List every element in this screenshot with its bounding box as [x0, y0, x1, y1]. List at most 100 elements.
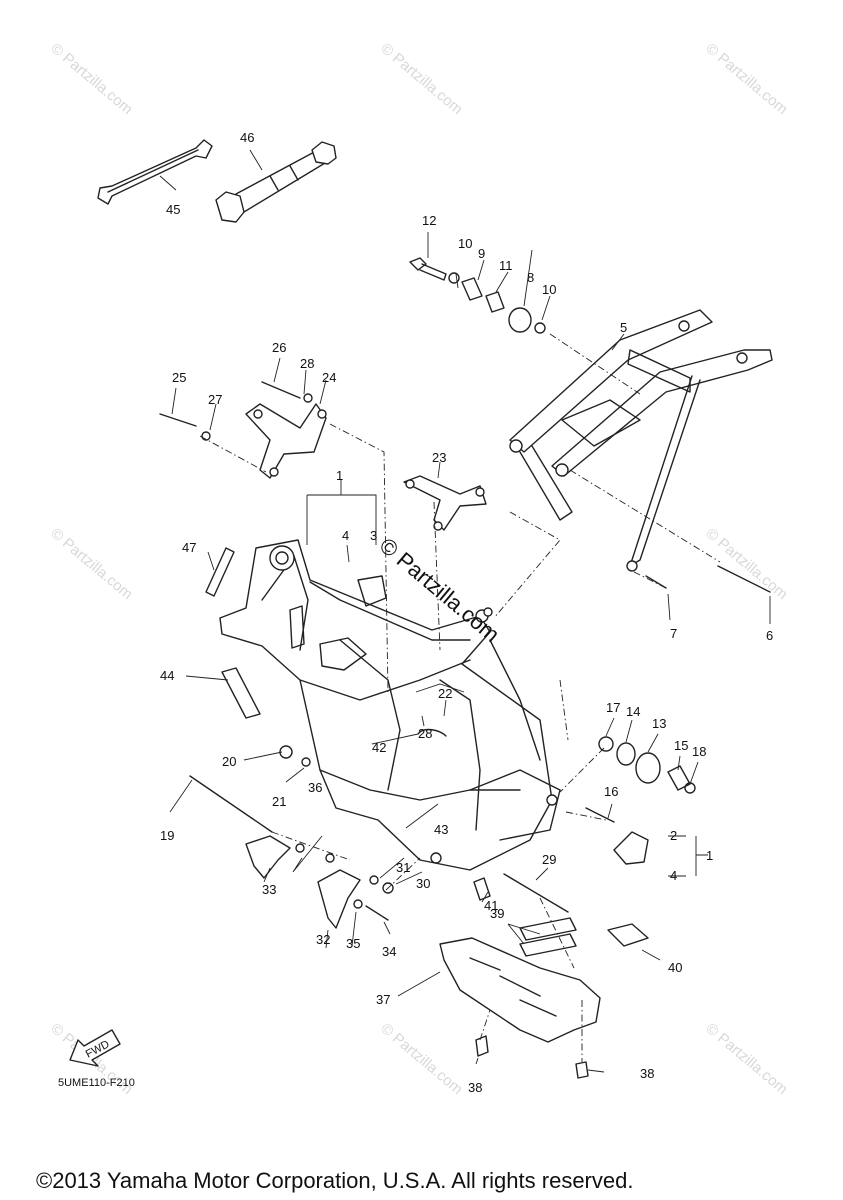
assembly-lines [199, 333, 721, 1062]
engine-bracket-32 [317, 869, 361, 929]
callout-14: 14 [626, 704, 640, 719]
bush-8 [508, 307, 532, 333]
washer-10 [448, 272, 460, 284]
callout-33: 33 [262, 882, 276, 897]
engine-bracket-23 [403, 475, 487, 531]
callout-11: 11 [499, 258, 513, 273]
callout-40: 40 [668, 960, 682, 975]
callout-45: 45 [166, 202, 180, 217]
callout-21: 21 [272, 794, 286, 809]
callout-16: 16 [604, 784, 618, 799]
watermark-tile: © Partzilla.com [702, 1020, 790, 1098]
callout-3: 3 [370, 528, 377, 543]
spanner-wrench-45 [97, 139, 213, 205]
callout-15: 15 [674, 738, 688, 753]
nut-17 [598, 736, 614, 752]
clip-42 [417, 728, 447, 737]
collar-15 [667, 765, 691, 791]
callout-2: 2 [670, 828, 677, 843]
callout-4: 4 [670, 868, 677, 883]
callout-4: 4 [342, 528, 349, 543]
copyright-notice: ©2013 Yamaha Motor Corporation, U.S.A. A… [36, 1168, 633, 1193]
callout-37: 37 [376, 992, 390, 1007]
callout-34: 34 [382, 944, 396, 959]
label-44 [221, 667, 261, 719]
callout-31: 31 [396, 860, 410, 875]
callout-7: 7 [670, 626, 677, 641]
callout-32: 32 [316, 932, 330, 947]
callout-43: 43 [434, 822, 448, 837]
callout-28: 28 [300, 356, 314, 371]
callout-27: 27 [208, 392, 222, 407]
watermark-tile: © Partzilla.com [702, 40, 790, 118]
callout-38: 38 [468, 1080, 482, 1095]
plate-47 [205, 547, 235, 597]
callout-13: 13 [652, 716, 666, 731]
bolt-25 [159, 413, 197, 427]
callout-46: 46 [240, 130, 254, 145]
washer-28 [303, 393, 313, 403]
callout-39: 39 [490, 906, 504, 921]
diagram-code: 5UME110-F210 [58, 1077, 135, 1089]
watermark-center: © Partzilla.com [375, 533, 505, 647]
bolt-29 [503, 873, 569, 913]
bolt-38 [475, 1035, 489, 1057]
callout-38: 38 [640, 1066, 654, 1081]
callout-1: 1 [706, 848, 713, 863]
callout-28: 28 [418, 726, 432, 741]
watermark-tile: © Partzilla.com [377, 1020, 465, 1098]
bolt-12 [409, 257, 447, 281]
callout-9: 9 [478, 246, 485, 261]
callout-30: 30 [416, 876, 430, 891]
callout-23: 23 [432, 450, 446, 465]
washer-35 [353, 899, 363, 909]
callout-19: 19 [160, 828, 174, 843]
bolt-6 [717, 565, 771, 593]
watermark-tile: © Partzilla.com [702, 525, 790, 603]
callout-12: 12 [422, 213, 436, 228]
bolt-34 [365, 905, 389, 921]
leader-lines [159, 149, 771, 1073]
callout-17: 17 [606, 700, 620, 715]
collar-9 [461, 277, 483, 301]
washer-10 [534, 322, 546, 334]
watermark-tile: © Partzilla.com [47, 525, 135, 603]
callout-29: 29 [542, 852, 556, 867]
collar-11 [485, 291, 505, 313]
engine-bracket-24 [245, 403, 327, 479]
callout-42: 42 [372, 740, 386, 755]
damper-40 [607, 923, 649, 947]
damper-39 [519, 933, 577, 957]
washer-31 [369, 875, 379, 885]
callout-41: 41 [484, 898, 498, 913]
nut-30 [382, 882, 394, 894]
callout-35: 35 [346, 936, 360, 951]
callout-labels: 12 10 9 11 8 10 5 46 45 26 28 24 25 27 2… [160, 130, 773, 1095]
washer-27 [201, 431, 211, 441]
collar-41 [473, 877, 491, 901]
callout-10: 10 [458, 236, 472, 251]
damper-39 [519, 917, 577, 941]
plug-wrench-46 [215, 141, 337, 223]
callout-10: 10 [542, 282, 556, 297]
main-frame-1 [219, 539, 561, 871]
callout-36: 36 [308, 780, 322, 795]
bracket-3 [613, 831, 649, 865]
callout-26: 26 [272, 340, 286, 355]
callout-44: 44 [160, 668, 174, 683]
bearing-13 [635, 752, 661, 784]
bolt-19 [189, 775, 273, 833]
callout-6: 6 [766, 628, 773, 643]
callout-1: 1 [336, 468, 343, 483]
callout-22: 22 [438, 686, 452, 701]
washer-36 [295, 843, 305, 853]
callout-20: 20 [222, 754, 236, 769]
watermark-tile: © Partzilla.com [47, 40, 135, 118]
callout-47: 47 [182, 540, 196, 555]
bolt-38 [575, 1061, 589, 1079]
collar-14 [616, 742, 636, 766]
engine-guard-37 [439, 937, 601, 1043]
watermark-tile: © Partzilla.com [377, 40, 465, 118]
bolt-26 [261, 381, 301, 399]
